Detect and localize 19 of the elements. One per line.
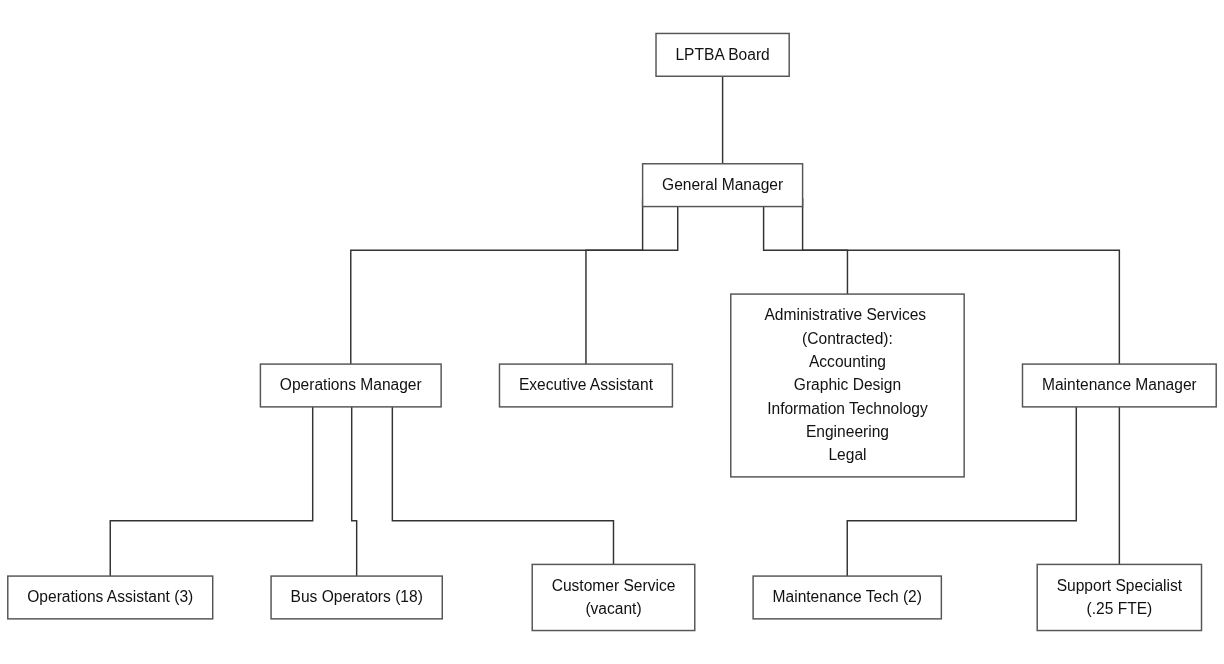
node-box: Administrative Services (Contracted): Accounting Graphic Design Information Technology Engineering Legal [730,293,965,478]
connector [721,75,724,165]
node-box: Maintenance Tech (2) [752,575,943,620]
connector [350,406,358,577]
connector [1118,406,1121,566]
connector [846,406,1077,577]
node-box: LPTBA Board [655,32,790,77]
node-box: Support Specialist (.25 FTE) [1036,563,1203,632]
node-box: Bus Operators (18) [270,575,443,620]
connector [762,205,849,295]
node-box: Executive Assistant [498,363,674,408]
node-box: Operations Manager [259,363,442,408]
connector [109,406,314,577]
node-box: Maintenance Manager [1021,363,1217,408]
connector [391,406,615,566]
connector [585,205,679,365]
node-box: Operations Assistant (3) [7,575,214,620]
node-box: General Manager [641,163,804,208]
node-box: Customer Service (vacant) [531,563,696,632]
